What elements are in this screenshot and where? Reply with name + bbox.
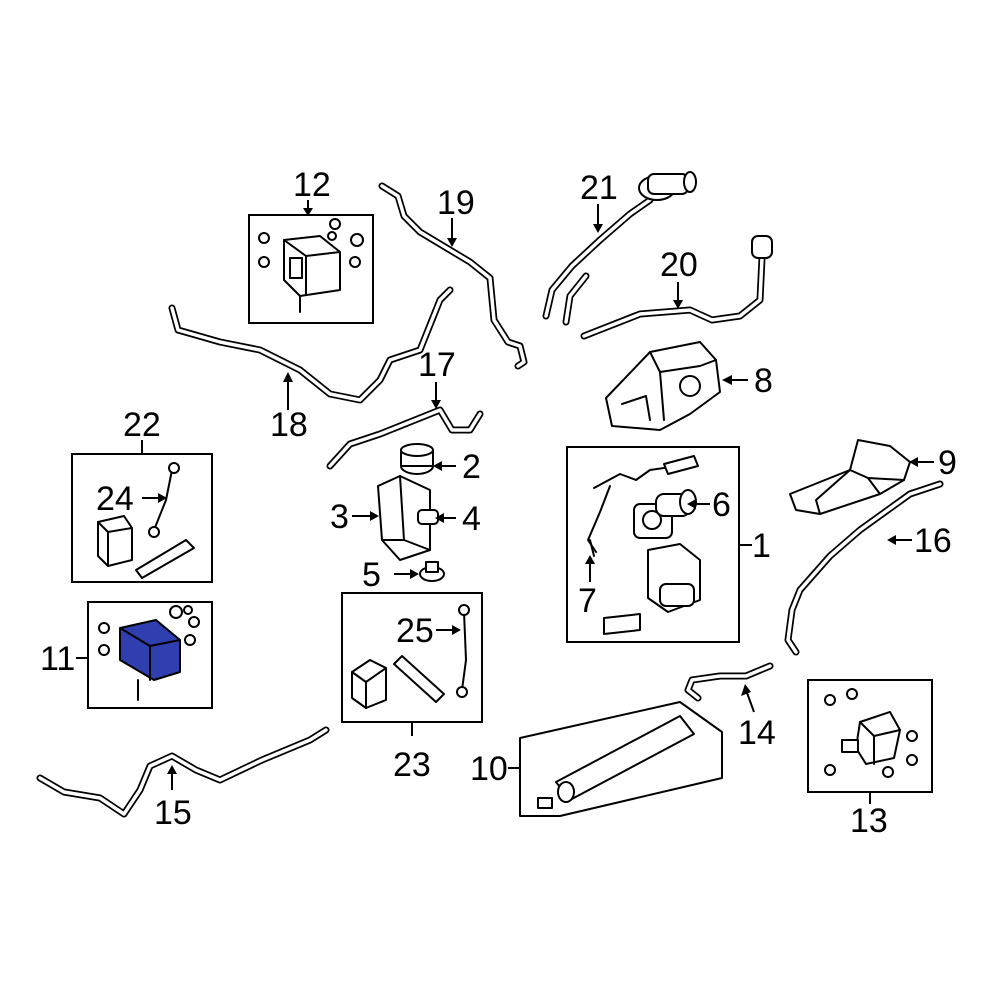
callout-25: 25 — [396, 612, 434, 650]
callout-13: 13 — [850, 802, 888, 840]
part-19-tube[interactable] — [378, 182, 528, 370]
callout-14: 14 — [738, 714, 776, 752]
callout-4: 4 — [462, 500, 481, 538]
callout-2: 2 — [462, 448, 481, 486]
part-16-tube[interactable] — [784, 480, 944, 656]
part-7-harness[interactable] — [589, 539, 595, 557]
part-17-tube[interactable] — [326, 406, 484, 470]
callout-8: 8 — [754, 362, 773, 400]
part-9-shield[interactable] — [789, 439, 911, 515]
lead-14 — [745, 689, 755, 713]
callout-9: 9 — [938, 444, 957, 482]
callout-1: 1 — [752, 527, 771, 565]
callout-12: 12 — [293, 166, 331, 204]
part-3-bracket[interactable] — [377, 475, 431, 561]
callout-11: 11 — [40, 640, 75, 678]
callout-18: 18 — [270, 406, 308, 444]
callout-24: 24 — [96, 480, 134, 518]
callout-6: 6 — [712, 486, 731, 524]
part-14-hose[interactable] — [684, 662, 774, 702]
callout-19: 19 — [437, 184, 475, 222]
part-8-cover[interactable] — [605, 341, 721, 431]
callout-3: 3 — [330, 498, 349, 536]
callout-23: 23 — [393, 746, 431, 784]
part-22-kit[interactable] — [71, 453, 213, 583]
callout-20: 20 — [660, 246, 698, 284]
part-10-dryer[interactable] — [519, 701, 723, 817]
part-2-mount[interactable] — [400, 443, 434, 475]
callout-17: 17 — [418, 346, 456, 384]
callout-10: 10 — [470, 750, 508, 788]
part-20-hose[interactable] — [580, 235, 773, 340]
callout-22: 22 — [123, 406, 161, 444]
part-12-kit[interactable] — [248, 214, 374, 324]
callout-7: 7 — [578, 582, 597, 620]
part-21-bracket[interactable] — [542, 171, 697, 326]
part-25-link[interactable] — [456, 604, 470, 698]
callout-16: 16 — [914, 522, 952, 560]
part-23-kit[interactable] — [341, 592, 483, 723]
callout-15: 15 — [154, 794, 192, 832]
part-15-tube[interactable] — [36, 726, 330, 818]
callout-21: 21 — [580, 169, 618, 207]
part-13-valve-kit[interactable] — [807, 679, 933, 793]
part-11-kit[interactable] — [87, 601, 213, 709]
part-4-bushing[interactable] — [417, 509, 439, 525]
part-18-tube[interactable] — [168, 286, 454, 404]
part-24-link[interactable] — [148, 462, 180, 538]
part-5-nut[interactable] — [419, 561, 445, 582]
callout-5: 5 — [362, 556, 381, 594]
